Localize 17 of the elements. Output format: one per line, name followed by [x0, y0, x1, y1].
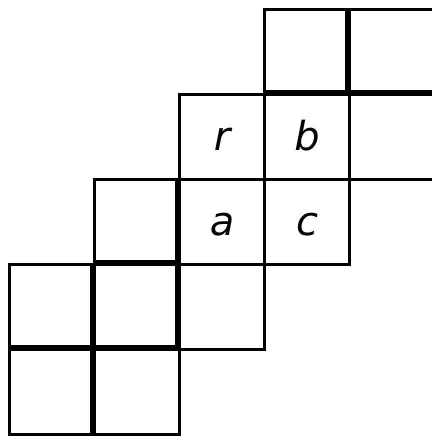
grid-cell	[178, 263, 266, 351]
cell-letter: b	[294, 117, 320, 157]
grid-cell	[93, 348, 181, 436]
grid-cell	[8, 263, 93, 348]
grid-cell	[8, 348, 93, 436]
grid-cell	[93, 263, 178, 348]
grid-cell	[178, 178, 263, 263]
grid-cell	[178, 93, 263, 178]
grid-cell	[263, 8, 348, 93]
grid-cell	[93, 178, 178, 263]
cell-letter: a	[210, 202, 234, 242]
grid-cell	[348, 93, 432, 181]
grid-cell	[348, 8, 432, 93]
grid-cell	[263, 178, 351, 266]
cell-letter: c	[296, 202, 318, 242]
grid-cell	[263, 93, 348, 178]
cell-letter: r	[214, 117, 230, 157]
